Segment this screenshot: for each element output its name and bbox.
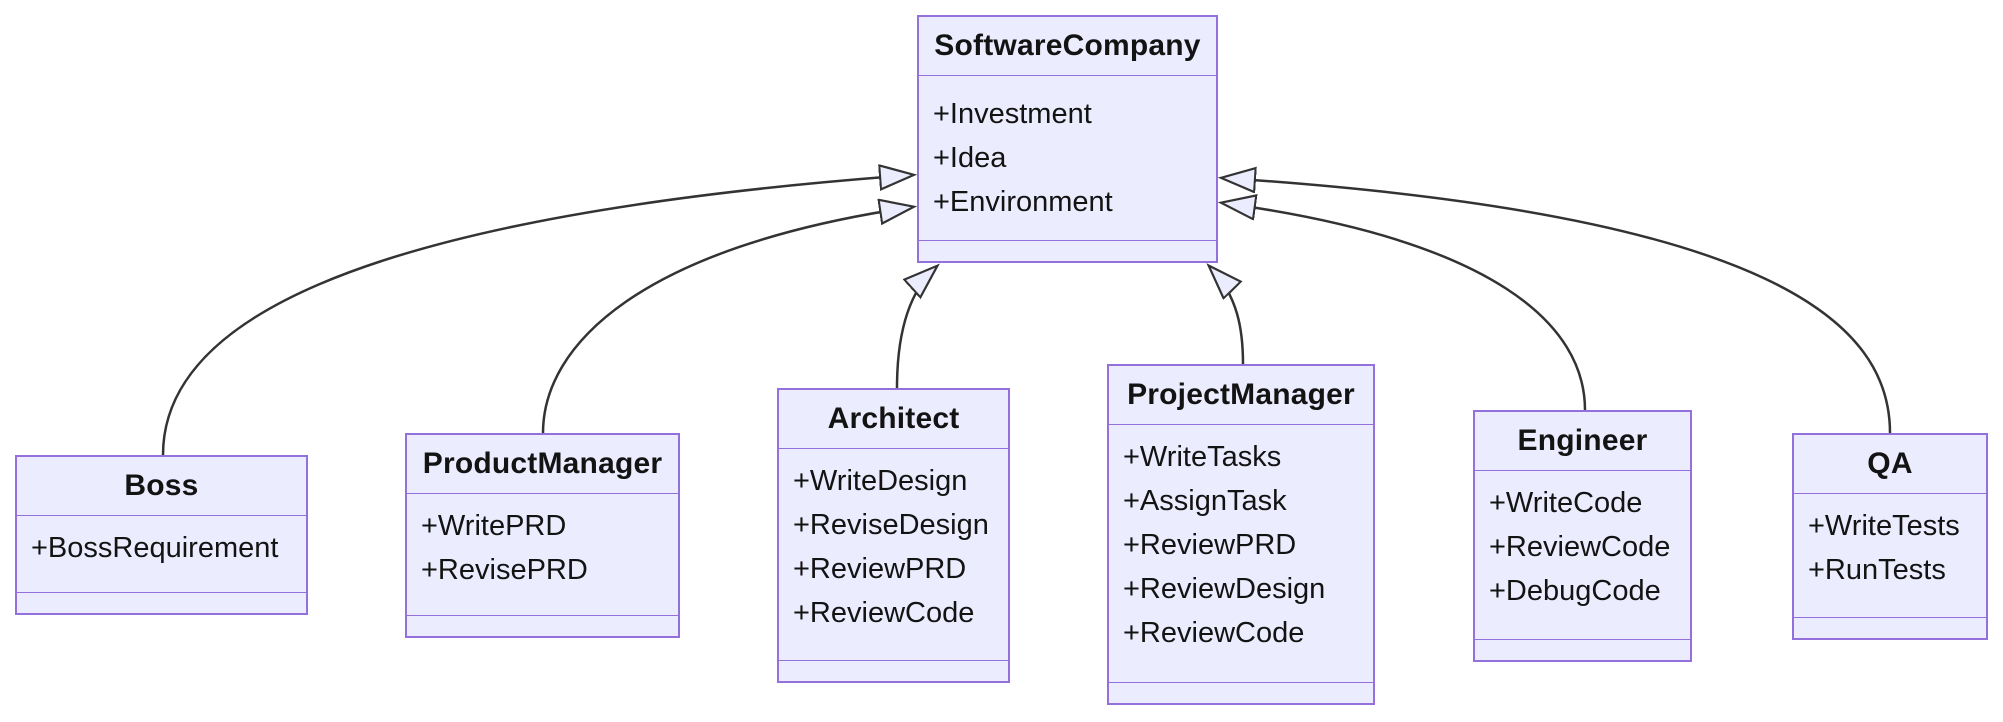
class-member: +WriteCode (1489, 487, 1643, 519)
edge-qa-to-softwarecompany (1223, 178, 1892, 434)
class-methods-empty (1475, 640, 1690, 660)
class-title: Engineer (1475, 412, 1690, 471)
class-members: +Investment +Idea +Environment (919, 76, 1216, 241)
class-member: +Environment (933, 186, 1113, 218)
class-member: +ReviewCode (1489, 531, 1671, 563)
class-box-engineer: Engineer +WriteCode +ReviewCode +DebugCo… (1473, 410, 1692, 662)
class-member: +Idea (933, 142, 1007, 174)
class-title: QA (1794, 435, 1986, 494)
class-box-boss: Boss +BossRequirement (15, 455, 308, 615)
class-box-architect: Architect +WriteDesign +ReviseDesign +Re… (777, 388, 1010, 683)
class-methods-empty (407, 616, 678, 636)
class-members: +WriteCode +ReviewCode +DebugCode (1475, 471, 1690, 640)
class-title: SoftwareCompany (919, 17, 1216, 76)
class-member: +RevisePRD (421, 554, 588, 586)
class-member: +WritePRD (421, 510, 567, 542)
class-members: +WriteTests +RunTests (1794, 494, 1986, 618)
class-member: +ReviseDesign (793, 509, 989, 541)
class-members: +BossRequirement (17, 516, 306, 593)
class-member: +ReviewPRD (1123, 529, 1297, 561)
class-member: +ReviewCode (1123, 617, 1305, 649)
class-box-softwarecompany: SoftwareCompany +Investment +Idea +Envir… (917, 15, 1218, 263)
class-member: +DebugCode (1489, 575, 1661, 607)
class-member: +WriteTests (1808, 510, 1960, 542)
class-members: +WriteTasks +AssignTask +ReviewPRD +Revi… (1109, 425, 1373, 683)
class-members: +WritePRD +RevisePRD (407, 494, 678, 616)
class-title: Architect (779, 390, 1008, 449)
class-box-qa: QA +WriteTests +RunTests (1792, 433, 1988, 640)
class-member: +AssignTask (1123, 485, 1287, 517)
class-methods-empty (919, 241, 1216, 261)
class-member: +WriteTasks (1123, 441, 1282, 473)
class-methods-empty (1794, 618, 1986, 638)
edge-architect-to-softwarecompany (895, 267, 936, 389)
class-member: +ReviewPRD (793, 553, 967, 585)
class-box-productmanager: ProductManager +WritePRD +RevisePRD (405, 433, 680, 638)
class-methods-empty (779, 661, 1008, 681)
class-member: +RunTests (1808, 554, 1946, 586)
class-member: +ReviewDesign (1123, 573, 1326, 605)
class-title: ProjectManager (1109, 366, 1373, 425)
class-methods-empty (1109, 683, 1373, 703)
class-box-projectmanager: ProjectManager +WriteTasks +AssignTask +… (1107, 364, 1375, 705)
class-members: +WriteDesign +ReviseDesign +ReviewPRD +R… (779, 449, 1008, 661)
edge-boss-to-softwarecompany (161, 175, 912, 456)
edge-projectmanager-to-softwarecompany (1210, 267, 1245, 365)
class-methods-empty (17, 593, 306, 613)
class-member: +ReviewCode (793, 597, 975, 629)
class-title: ProductManager (407, 435, 678, 494)
class-member: +Investment (933, 98, 1092, 130)
edge-engineer-to-softwarecompany (1223, 203, 1587, 411)
class-member: +BossRequirement (31, 532, 279, 564)
class-member: +WriteDesign (793, 465, 968, 497)
edge-productmanager-to-softwarecompany (541, 207, 912, 434)
class-title: Boss (17, 457, 306, 516)
